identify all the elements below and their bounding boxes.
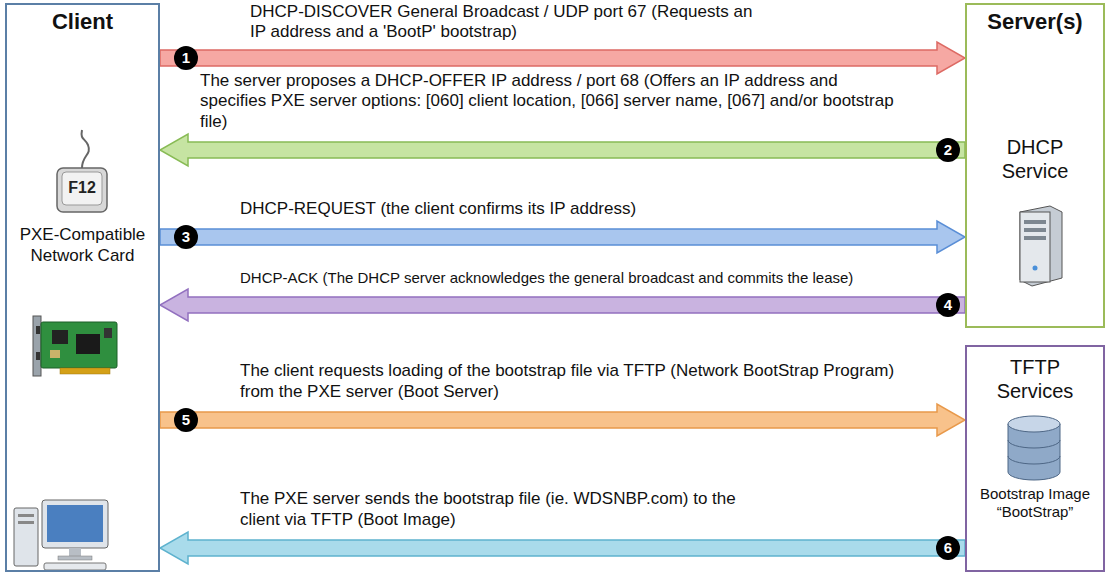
tftp-panel: TFTP ServicesBootstrap Image “BootStrap” [965, 345, 1105, 572]
callout-number: 1 [174, 46, 198, 70]
step-description: The PXE server sends the bootstrap file … [240, 489, 780, 530]
network-card-icon [33, 316, 117, 376]
server-panel: Server(s) DHCP Service [965, 3, 1105, 328]
step-description: DHCP-ACK (The DHCP server acknowledges t… [240, 269, 940, 287]
panel-heading: Client [10, 9, 155, 35]
message-arrow [160, 532, 965, 564]
database-icon [1008, 416, 1060, 480]
callout-number: 4 [936, 293, 960, 317]
panel-heading: TFTP Services [985, 355, 1085, 403]
message-arrow [160, 221, 965, 253]
key-label: F12 [62, 179, 102, 197]
step-description: DHCP-DISCOVER General Broadcast / UDP po… [250, 2, 770, 43]
message-arrow [160, 134, 965, 166]
callout-number: 3 [174, 225, 198, 249]
message-arrow [160, 404, 965, 436]
callout-number: 6 [936, 536, 960, 560]
panel-text: Bootstrap Image “BootStrap” [969, 485, 1101, 521]
message-arrow [160, 289, 965, 321]
desktop-computer-icon [14, 500, 108, 570]
panel-text: PXE-Compatible Network Card [13, 225, 153, 266]
step-description: DHCP-REQUEST (the client confirms its IP… [240, 199, 900, 219]
message-arrow [160, 42, 965, 74]
step-description: The client requests loading of the boots… [240, 361, 900, 402]
client-panel: ClientPXE-Compatible Network Card [5, 3, 160, 572]
callout-number: 5 [174, 408, 198, 432]
panel-heading: Server(s) [969, 9, 1101, 35]
keyboard-key-icon [57, 130, 107, 212]
step-description: The server proposes a DHCP-OFFER IP addr… [200, 71, 900, 132]
panel-text: DHCP Service [990, 135, 1080, 183]
callout-number: 2 [936, 138, 960, 162]
server-icon [1020, 206, 1062, 286]
